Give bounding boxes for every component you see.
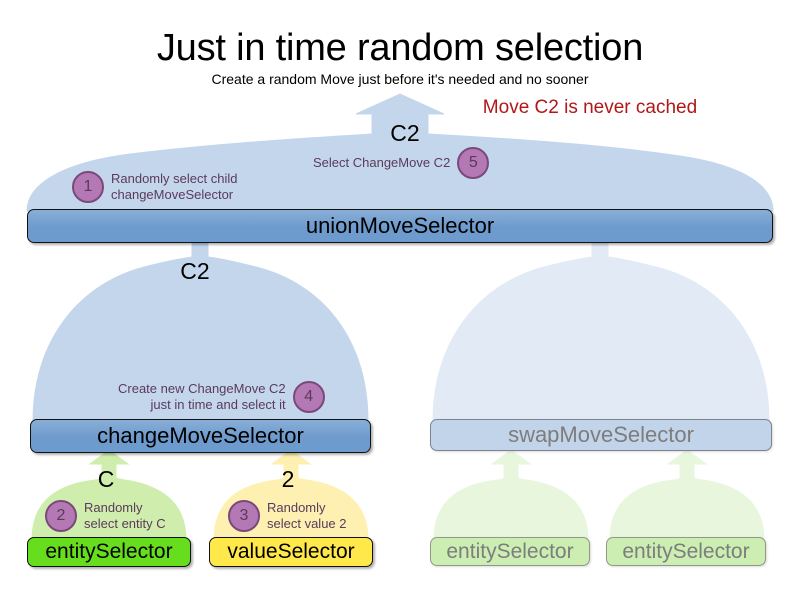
- flow-label-middle: C2: [180, 258, 210, 284]
- step-annotation-4: Create new ChangeMove C2 just in time an…: [118, 381, 325, 413]
- node-entity-selector-swap-left[interactable]: entitySelector: [430, 537, 590, 566]
- flow-label-value: 2: [281, 466, 295, 492]
- dome-swap: [432, 221, 770, 422]
- step-text-5: Select ChangeMove C2: [313, 155, 451, 170]
- node-entity-selector[interactable]: entitySelector: [27, 537, 191, 567]
- flow-label-entity: C: [97, 466, 115, 492]
- warning-note: Move C2 is never cached: [482, 97, 698, 118]
- step-annotation-1: 1 Randomly select child changeMoveSelect…: [72, 171, 237, 203]
- step-badge-4: 4: [292, 381, 325, 413]
- node-change-move-selector[interactable]: changeMoveSelector: [30, 419, 371, 453]
- dome-union: [26, 93, 774, 212]
- step-text-3: Randomly select value 2: [267, 500, 347, 531]
- step-annotation-2: 2 Randomly select entity C: [45, 500, 166, 532]
- dome-entity-swap-right: [609, 449, 765, 541]
- node-swap-move-selector[interactable]: swapMoveSelector: [430, 419, 772, 451]
- step-badge-5: 5: [457, 147, 490, 179]
- step-badge-1: 1: [72, 171, 104, 203]
- dome-entity-swap-left: [433, 449, 589, 541]
- step-annotation-5: Select ChangeMove C2 5: [313, 147, 490, 179]
- page-subtitle: Create a random Move just before it's ne…: [211, 71, 589, 87]
- page-title: Just in time random selection: [156, 27, 644, 69]
- node-union-move-selector[interactable]: unionMoveSelector: [27, 209, 773, 243]
- step-text-1: Randomly select child changeMoveSelector: [111, 171, 238, 202]
- step-badge-3: 3: [228, 500, 260, 532]
- flow-label-top: C2: [390, 120, 420, 146]
- step-text-4: Create new ChangeMove C2 just in time an…: [118, 381, 286, 412]
- step-text-2: Randomly select entity C: [84, 500, 166, 531]
- node-value-selector[interactable]: valueSelector: [209, 537, 373, 567]
- step-badge-2: 2: [45, 500, 77, 532]
- node-entity-selector-swap-right[interactable]: entitySelector: [606, 537, 766, 566]
- step-annotation-3: 3 Randomly select value 2: [228, 500, 347, 532]
